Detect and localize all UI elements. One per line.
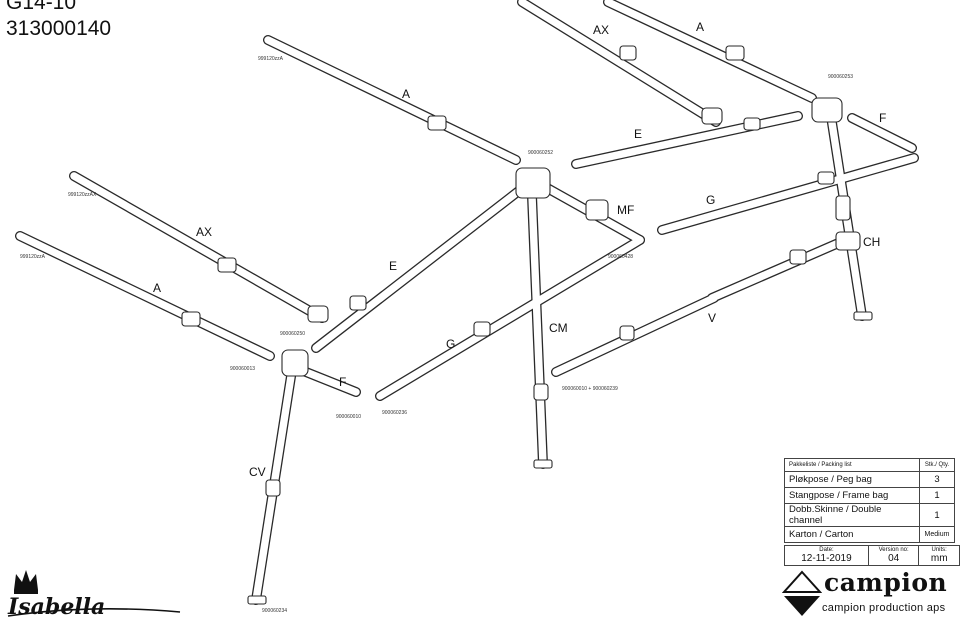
campion-subtitle: campion production aps [822, 602, 946, 614]
code-cv-foot: 900060234 [262, 608, 287, 614]
label-g-front: G [446, 337, 455, 351]
code-ax-left: 999120zzAX [68, 192, 97, 198]
isabella-wordmark: Isabella [7, 594, 105, 620]
sleeve-g-front [473, 321, 491, 337]
units-value: mm [930, 553, 948, 564]
sleeve-cm [533, 383, 549, 401]
sleeve-g-back [817, 171, 835, 185]
sleeve-e-back [743, 117, 761, 131]
right-joint [811, 97, 843, 123]
date-value: 12-11-2019 [801, 553, 852, 564]
sleeve-ax-back [619, 45, 637, 61]
table-row: Pløkpose / Peg bag 3 [784, 471, 955, 488]
isabella-logo: Isabella [7, 570, 181, 620]
part-number: 313000140 [6, 17, 112, 40]
campion-logo: campion campion production aps [780, 568, 960, 630]
ch-joint [835, 231, 861, 251]
packing-list-qty-header: Stk./ Qty. [919, 458, 955, 472]
ax-back-end [701, 107, 723, 125]
label-e-back: E [634, 127, 642, 141]
code-a-center: 999120zzA [258, 56, 284, 62]
code-a-left-end: 900060013 [230, 366, 255, 372]
joints [181, 45, 873, 605]
model-name: G14-10 [6, 0, 77, 14]
version-value: 04 [888, 553, 900, 564]
code-g-front: 900060236 [382, 410, 407, 416]
campion-triangle-icon [782, 570, 822, 616]
label-a-left: A [153, 281, 161, 295]
label-v: V [708, 311, 716, 325]
sleeve-e-front [349, 295, 367, 311]
crown-icon [14, 570, 38, 590]
code-f-left: 900060010 [336, 414, 361, 420]
sleeve-v [619, 325, 635, 341]
sleeve-ch [835, 195, 851, 221]
part-codes: 999120zzA 900060253 900060252 999120zzAX… [20, 56, 853, 614]
table-row: Dobb.Skinne / Double channel 1 [784, 503, 955, 527]
label-f-left: F [339, 375, 346, 389]
label-cv: CV [249, 465, 266, 479]
version-cell: Version no: 04 [867, 545, 920, 566]
code-centre-joint: 900060252 [528, 150, 553, 156]
code-left-joint: 900060250 [280, 331, 305, 337]
label-mf: MF [617, 203, 634, 217]
sleeve-side [789, 249, 807, 265]
label-a-back: A [696, 20, 704, 34]
mf-joint [585, 199, 609, 221]
sleeve-cv [265, 479, 281, 497]
table-row: Stangpose / Frame bag 1 [784, 487, 955, 504]
label-ch: CH [863, 235, 880, 249]
left-joint [281, 349, 309, 377]
code-cm-base: 900060010 + 900060239 [562, 386, 618, 392]
label-e-front: E [389, 259, 397, 273]
table-row: Karton / Carton Medium [784, 526, 955, 543]
sleeve-a [427, 115, 447, 131]
sleeve-a-left [181, 311, 201, 327]
units-cell: Units: mm [918, 545, 960, 566]
packing-list-title: Pakkeliste / Packing list [784, 458, 920, 472]
foot-cm [533, 459, 553, 469]
centre-joint [515, 167, 551, 199]
label-a-center: A [402, 87, 410, 101]
label-ax-back: AX [593, 23, 609, 37]
date-cell: Date: 12-11-2019 [784, 545, 869, 566]
label-cm: CM [549, 321, 568, 335]
campion-wordmark: campion [824, 568, 948, 597]
label-g-back: G [706, 193, 715, 207]
packing-list-table: Pakkeliste / Packing list Stk./ Qty. Plø… [784, 458, 955, 543]
code-right-joint: 900060253 [828, 74, 853, 80]
code-mf: 900060428 [608, 254, 633, 260]
code-a-left: 999120zzA [20, 254, 46, 260]
part-labels: A A A AX AX E E F F G G MF CH CM CV V [153, 20, 886, 479]
label-f-back: F [879, 111, 886, 125]
poles-fill [16, 0, 918, 604]
foot-ch [853, 311, 873, 321]
foot-cv [247, 595, 267, 605]
revision-table: Date: 12-11-2019 Version no: 04 Units: m… [784, 545, 960, 566]
title-block: G14-10 313000140 [6, 0, 111, 42]
ax-end [307, 305, 329, 323]
packing-list-header: Pakkeliste / Packing list Stk./ Qty. [784, 458, 955, 472]
sleeve-a-back [725, 45, 745, 61]
sleeve-ax-left [217, 257, 237, 273]
label-ax-left: AX [196, 225, 212, 239]
